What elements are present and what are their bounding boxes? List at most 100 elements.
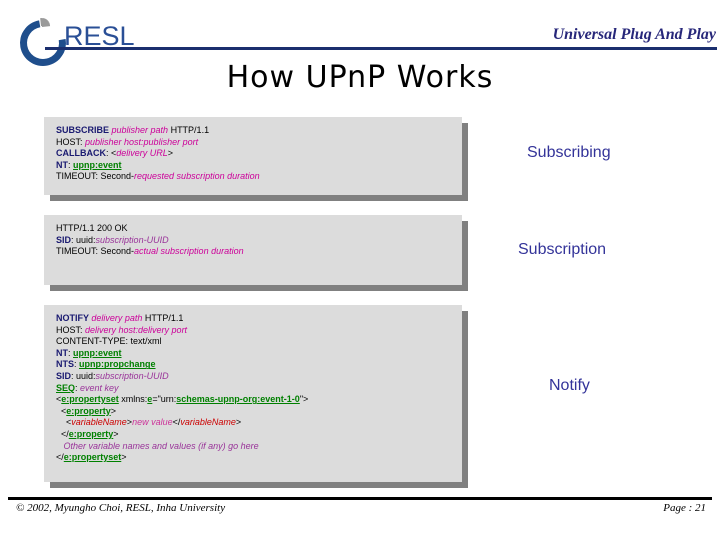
message-token: >	[126, 417, 133, 428]
message-token: NT	[56, 159, 68, 170]
message-token: : <	[106, 148, 117, 159]
header-topic-label: Universal Plug And Play	[552, 26, 716, 43]
message-token: event key	[80, 382, 119, 393]
footer-copyright: © 2002, Myungho Choi, RESL, Inha Univers…	[16, 502, 226, 514]
message-token: :	[68, 159, 74, 170]
message-line: CONTENT-TYPE: text/xml	[56, 336, 452, 348]
message-line: <e:property>	[56, 406, 452, 418]
caption-subscription: Subscription	[518, 241, 607, 258]
message-token: delivery host:delivery port	[85, 324, 188, 335]
message-token: xmlns:	[118, 394, 148, 405]
message-token: e:property	[66, 405, 111, 416]
message-token: e:property	[68, 428, 114, 439]
message-token: HOST:	[56, 324, 86, 335]
message-token: NTS	[56, 359, 74, 370]
message-token: e	[147, 394, 153, 405]
message-token: <	[56, 394, 62, 405]
message-token: </	[56, 428, 69, 439]
message-token: :	[74, 359, 80, 370]
message-token: >	[167, 148, 174, 159]
logo-wordmark: RESL	[64, 20, 135, 51]
message-line: HTTP/1.1 200 OK	[56, 223, 452, 235]
message-token: NOTIFY	[56, 313, 92, 323]
message-token: upnp:event	[73, 159, 122, 170]
message-line: NOTIFY delivery path HTTP/1.1	[56, 313, 452, 325]
message-token: SEQ	[56, 382, 76, 393]
message-token: SID	[56, 234, 72, 245]
message-token: ">	[299, 394, 309, 405]
message-line: SUBSCRIBE publisher path HTTP/1.1	[56, 125, 452, 137]
message-token: actual subscription duration	[134, 246, 244, 257]
message-token: SUBSCRIBE	[56, 125, 112, 135]
message-token: >	[110, 405, 117, 416]
message-token: >	[235, 417, 242, 428]
slide-header: RESL Universal Plug And Play	[0, 0, 720, 76]
message-line: SEQ: event key	[56, 383, 452, 395]
logo-rays-shape	[40, 16, 60, 36]
message-token: TIMEOUT: Second-	[56, 246, 135, 257]
caption-notify: Notify	[549, 377, 590, 394]
message-line: SID: uuid:subscription-UUID	[56, 235, 452, 247]
message-token: publisher path	[111, 125, 169, 135]
message-token: : uuid:	[71, 234, 96, 245]
message-token: >	[121, 452, 127, 463]
message-token: :	[68, 347, 74, 358]
message-token: delivery path	[91, 313, 143, 323]
message-line: TIMEOUT: Second-requested subscription d…	[56, 171, 452, 183]
message-token: TIMEOUT: Second-	[56, 171, 135, 182]
message-token: new value	[132, 417, 173, 428]
message-token: HTTP/1.1	[168, 125, 210, 135]
message-line: </e:property>	[56, 429, 452, 441]
message-token: >	[113, 428, 119, 439]
message-token: publisher host:publisher port	[85, 136, 199, 147]
message-token: </	[172, 417, 181, 428]
message-token: CALLBACK	[56, 148, 106, 159]
message-token: Other variable names and values (if any)…	[56, 440, 259, 451]
message-line: NT: upnp:event	[56, 160, 452, 172]
message-token: SID	[56, 370, 72, 381]
message-token: variableName	[71, 417, 127, 428]
message-line: HOST: delivery host:delivery port	[56, 325, 452, 337]
message-token: HOST:	[56, 136, 86, 147]
message-line: NTS: upnp:propchange	[56, 359, 452, 371]
resl-logo: RESL	[10, 10, 135, 76]
message-token: <	[56, 417, 72, 428]
footer-divider	[8, 497, 712, 500]
message-token: subscription-UUID	[95, 234, 169, 245]
message-token: upnp:event	[73, 347, 122, 358]
message-token: : uuid:	[71, 370, 96, 381]
message-line: Other variable names and values (if any)…	[56, 441, 452, 453]
message-token: delivery URL	[116, 148, 168, 159]
message-token: HTTP/1.1 200 OK	[56, 223, 128, 233]
message-token: requested subscription duration	[134, 171, 260, 182]
message-token: HTTP/1.1	[142, 313, 184, 323]
message-token: e:propertyset	[63, 452, 122, 463]
message-token: subscription-UUID	[95, 370, 169, 381]
message-token: </	[56, 452, 64, 463]
message-line: HOST: publisher host:publisher port	[56, 137, 452, 149]
message-line: SID: uuid:subscription-UUID	[56, 371, 452, 383]
message-token: variableName	[180, 417, 236, 428]
header-divider	[45, 47, 717, 50]
message-line: NT: upnp:event	[56, 348, 452, 360]
message-line: TIMEOUT: Second-actual subscription dura…	[56, 246, 452, 258]
message-token: upnp:propchange	[79, 359, 156, 370]
message-token: NT	[56, 347, 68, 358]
message-token: e:propertyset	[61, 394, 119, 405]
message-line: </e:propertyset>	[56, 452, 452, 464]
message-line: <e:propertyset xmlns:e="urn:schemas-upnp…	[56, 394, 452, 406]
message-token: :	[75, 382, 81, 393]
message-token: <	[56, 405, 67, 416]
footer-page-number: Page : 21	[663, 502, 706, 514]
message-token: ="urn:	[152, 394, 177, 405]
resl-c-arc-logo-icon	[10, 10, 76, 76]
message-line: <variableName>new value</variableName>	[56, 417, 452, 429]
caption-subscribing: Subscribing	[527, 144, 611, 161]
page-title: How UPnP Works	[226, 60, 494, 95]
message-token: CONTENT-TYPE: text/xml	[56, 336, 162, 347]
message-token: schemas-upnp-org:event-1-0	[176, 394, 300, 405]
message-line: CALLBACK: <delivery URL>	[56, 148, 452, 160]
